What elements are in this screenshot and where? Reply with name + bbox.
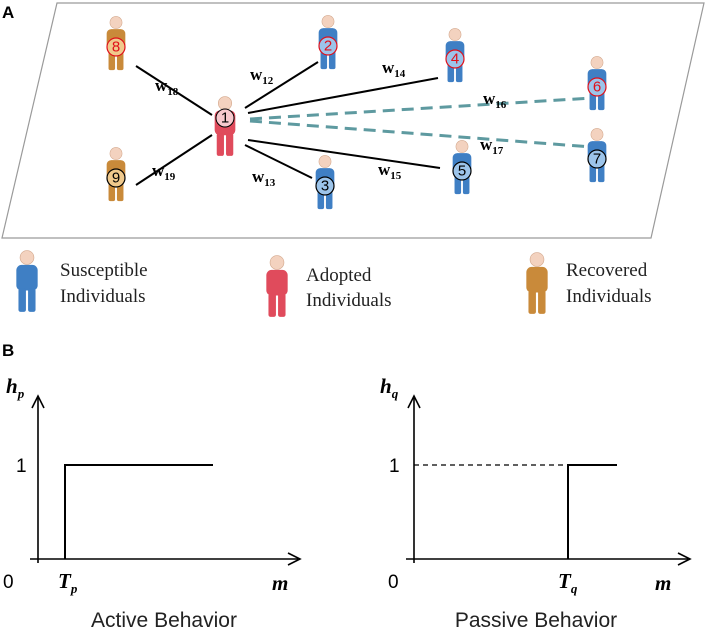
x-axis-arrow-icon <box>287 552 302 566</box>
weight-label-12: w12 <box>250 65 274 87</box>
legend-susceptible-line1: Susceptible <box>60 260 148 281</box>
node-number: 2 <box>324 38 332 55</box>
legend-adopted: Adopted Individuals <box>265 255 392 318</box>
network-plane <box>1 2 705 239</box>
node-5: 5 <box>452 140 472 195</box>
threshold-label: Tp <box>58 569 78 596</box>
node-number: 6 <box>593 79 601 96</box>
node-number: 3 <box>321 178 329 195</box>
weight-label-19: w19 <box>152 161 176 183</box>
edge-1-8 <box>135 65 213 116</box>
x-axis-arrow-icon <box>677 552 692 566</box>
tick-one: 1 <box>389 456 400 477</box>
node-3: 3 <box>315 155 335 210</box>
adopted-person-icon <box>265 255 289 318</box>
node-2: 2 <box>318 15 338 70</box>
legend-recovered-line1: Recovered <box>566 260 648 281</box>
weight-label-14: w14 <box>382 58 406 80</box>
node-number: 4 <box>451 51 459 68</box>
recovered-person-icon <box>525 252 549 315</box>
y-axis-title: hq <box>380 374 399 401</box>
legend-adopted-line1: Adopted <box>306 265 372 286</box>
y-axis-arrow-icon <box>407 394 421 409</box>
node-7: 7 <box>587 128 607 183</box>
node-number: 5 <box>458 163 466 180</box>
edge-1-3 <box>244 144 313 179</box>
threshold-label: Tq <box>558 569 578 596</box>
y-axis-title: hp <box>6 374 25 401</box>
active-caption: Active Behavior <box>91 609 237 632</box>
susceptible-person-icon <box>15 250 39 313</box>
legend-susceptible: Susceptible Individuals <box>15 250 148 313</box>
step-function <box>64 464 213 559</box>
tick-zero: 0 <box>388 572 399 593</box>
legend: Susceptible Individuals Adopted Individu… <box>15 250 652 318</box>
edge-1-6 <box>249 96 593 121</box>
x-axis-title: m <box>655 571 671 595</box>
node-number: 1 <box>221 110 229 127</box>
edge-1-5 <box>247 139 441 169</box>
edge-weights: w12 w13 w14 w15 w16 w17 w18 w19 <box>152 58 507 189</box>
legend-adopted-line2: Individuals <box>306 290 392 311</box>
x-axis-title: m <box>272 571 288 595</box>
passive-caption: Passive Behavior <box>455 609 617 632</box>
network-edges <box>135 61 593 186</box>
weight-label-15: w15 <box>378 160 402 182</box>
panel-b-label: B <box>2 341 14 360</box>
node-4: 4 <box>445 28 465 83</box>
y-axis-arrow-icon <box>31 394 45 409</box>
edge-1-4 <box>247 77 439 114</box>
weight-label-16: w16 <box>483 89 507 111</box>
tick-zero: 0 <box>3 572 14 593</box>
node-8: 8 <box>106 16 126 71</box>
node-number: 8 <box>112 39 120 56</box>
step-function <box>567 464 617 559</box>
weight-label-18: w18 <box>155 76 179 98</box>
edge-1-9 <box>135 134 213 186</box>
active-behavior-plot: hp 1 0 Tp m Active Behavior <box>3 374 302 632</box>
node-number: 9 <box>112 170 120 187</box>
node-6: 6 <box>587 56 607 111</box>
weight-label-17: w17 <box>480 135 504 157</box>
edge-1-7 <box>249 119 593 149</box>
panel-a-label: A <box>2 3 14 22</box>
legend-recovered: Recovered Individuals <box>525 252 652 315</box>
tick-one: 1 <box>16 456 27 477</box>
node-number: 7 <box>593 151 601 168</box>
edge-1-2 <box>244 61 319 109</box>
node-1: 1 <box>214 96 236 157</box>
passive-behavior-plot: hq 1 0 Tq m Passive Behavior <box>380 374 692 632</box>
node-9: 9 <box>106 147 126 202</box>
legend-recovered-line2: Individuals <box>566 286 652 307</box>
legend-susceptible-line2: Individuals <box>60 286 146 307</box>
weight-label-13: w13 <box>252 167 276 189</box>
